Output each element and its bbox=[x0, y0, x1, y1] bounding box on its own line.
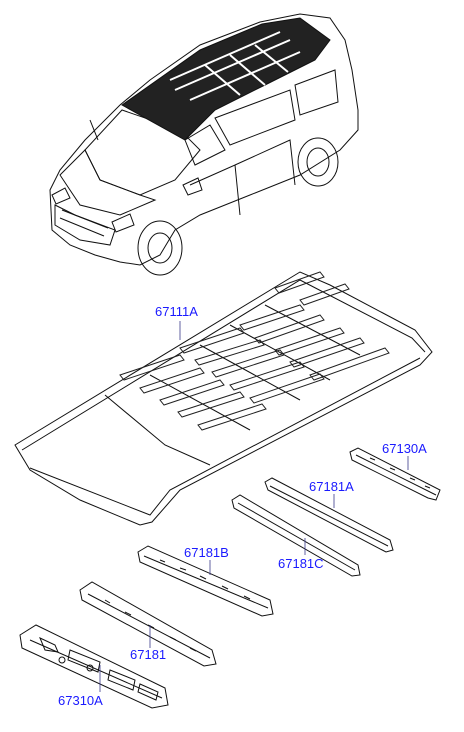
callout-67181: 67181 bbox=[130, 647, 167, 662]
callout-67181a: 67181A bbox=[309, 479, 354, 494]
rail-67181a-part bbox=[264, 477, 394, 553]
callout-67310a: 67310A bbox=[58, 693, 103, 708]
callout-67181c: 67181C bbox=[278, 556, 324, 571]
callout-67130a: 67130A bbox=[382, 441, 427, 456]
callout-67181b: 67181B bbox=[184, 545, 229, 560]
callout-67111a: 67111A bbox=[155, 304, 198, 319]
rail-67310a-part bbox=[19, 624, 169, 709]
rail-67130a-part bbox=[349, 447, 441, 501]
rail-67181-part bbox=[79, 581, 217, 667]
rail-67181c-part bbox=[231, 494, 361, 577]
rail-67181b-part bbox=[137, 545, 274, 617]
vehicle-illustration bbox=[49, 13, 359, 276]
roof-panel bbox=[14, 271, 433, 526]
